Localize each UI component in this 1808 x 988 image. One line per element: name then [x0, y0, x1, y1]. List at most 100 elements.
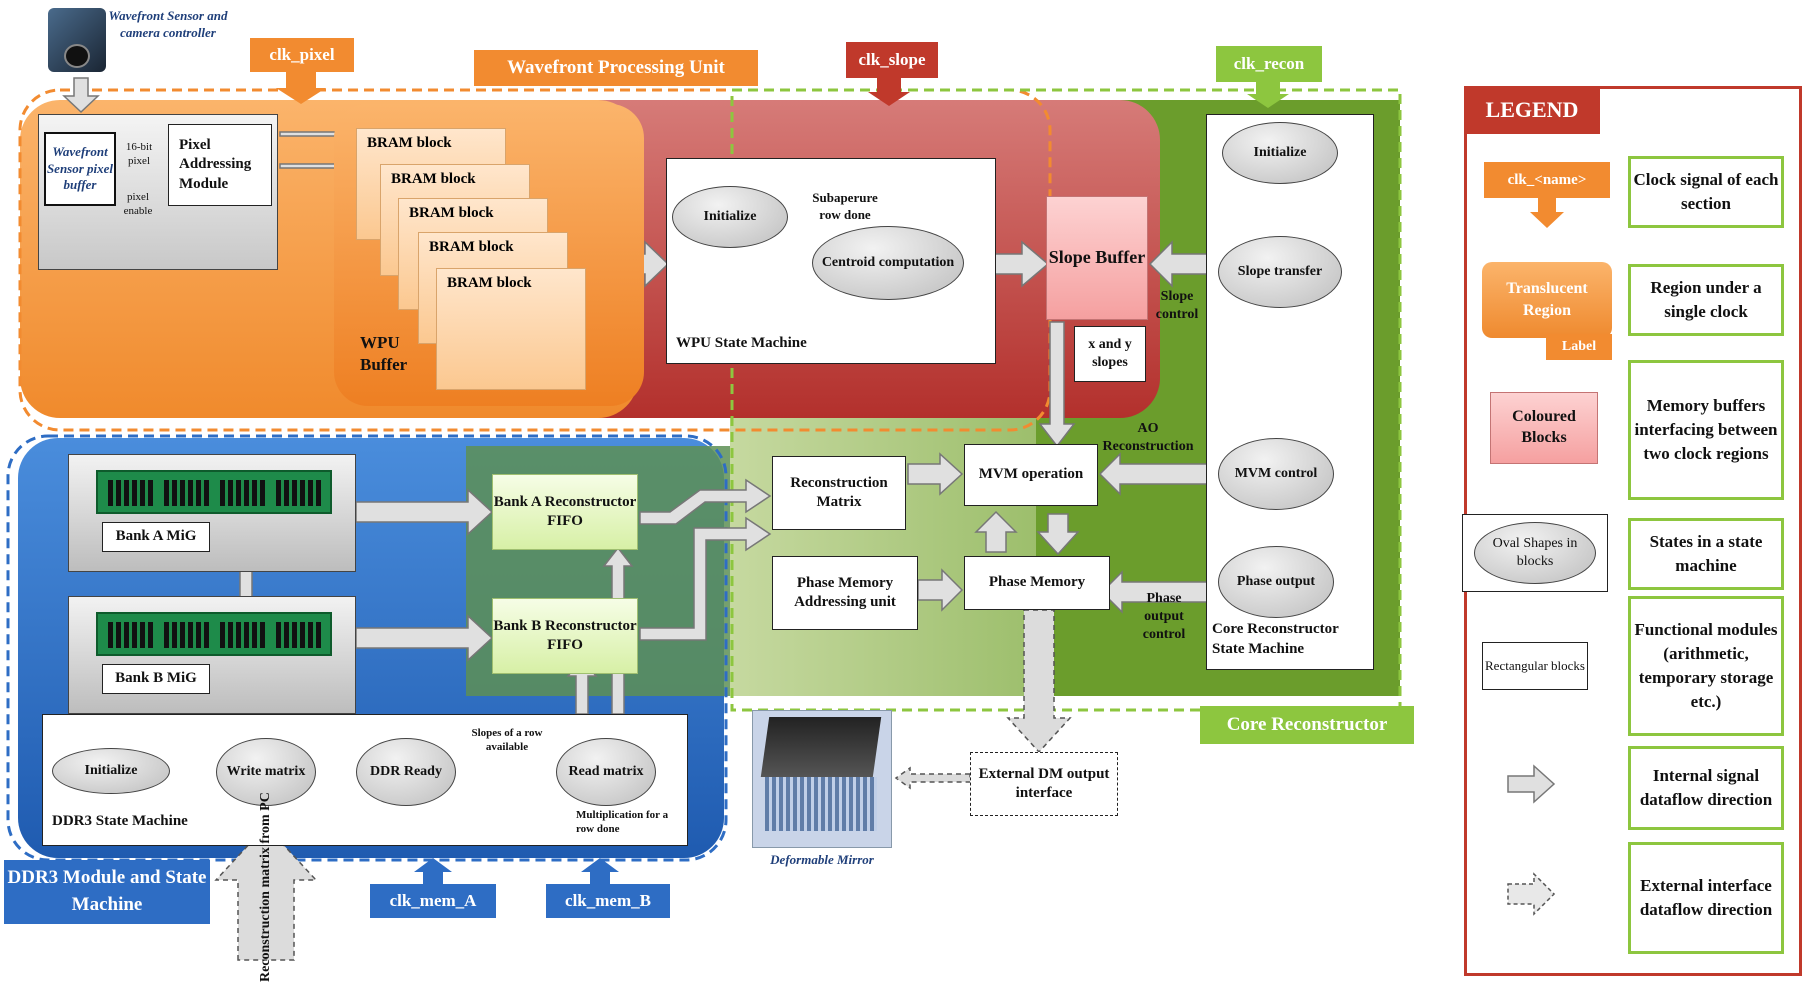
ram-chip	[124, 480, 129, 506]
ram-chip	[132, 480, 137, 506]
legend-coloured-sample: Coloured Blocks	[1490, 392, 1598, 464]
legend-external-arrow	[1507, 872, 1556, 916]
ddr3-state-machine-label: DDR3 State Machine	[52, 813, 188, 829]
ram-chip	[260, 480, 265, 506]
legend-oval-desc: States in a state machine	[1628, 518, 1784, 590]
core-reconstructor-title: Core Reconstructor	[1200, 706, 1414, 744]
legend-translucent-desc: Region under a single clock	[1628, 264, 1784, 336]
ram-chip	[188, 480, 193, 506]
deformable-mirror-image	[752, 710, 892, 848]
clk-mem-a-label: clk_mem_A	[370, 884, 496, 918]
legend-oval-sample: Oval Shapes in blocks	[1474, 522, 1596, 584]
ram-chip	[276, 480, 281, 506]
legend-translucent-label: Label	[1546, 334, 1612, 360]
ram-chip	[108, 622, 113, 648]
wpu-subaperture-done: Subaperure row done	[812, 190, 878, 222]
core-state-initialize: Initialize	[1222, 122, 1338, 184]
ram-chip	[300, 480, 305, 506]
bank-a-ram-icon	[96, 470, 332, 514]
ram-chip	[316, 622, 321, 648]
phase-output-control-label: Phase output control	[1142, 591, 1186, 643]
ram-chip	[252, 622, 257, 648]
ram-chip	[260, 622, 265, 648]
wpu-state-initialize: Initialize	[672, 186, 788, 248]
slope-buffer: Slope Buffer	[1046, 196, 1148, 320]
ram-chip	[236, 480, 241, 506]
matrix-from-pc-label: Reconstruction matrix from PC	[257, 792, 273, 983]
camera-icon	[48, 8, 106, 72]
slope-control-label: Slope control	[1155, 289, 1199, 323]
slopes-row-available-label: Slopes of a row available	[471, 727, 543, 754]
external-dm-output-interface: External DM output interface	[970, 752, 1118, 816]
legend-clk-desc: Clock signal of each section	[1628, 156, 1784, 228]
ram-chip	[196, 622, 201, 648]
xy-slopes-label: x and y slopes	[1074, 326, 1146, 382]
ddr3-title: DDR3 Module and State Machine	[4, 860, 210, 924]
ram-chip	[180, 480, 185, 506]
ddr3-state-write-matrix: Write matrix	[216, 738, 316, 806]
ram-chip	[172, 622, 177, 648]
ram-chip	[116, 480, 121, 506]
blue-dashed-outline	[6, 434, 728, 862]
ram-chip	[124, 622, 129, 648]
core-state-slope-transfer: Slope transfer	[1218, 236, 1342, 308]
ram-chip	[108, 480, 113, 506]
ram-chip	[148, 480, 153, 506]
ram-chip	[164, 622, 169, 648]
ram-chip	[244, 480, 249, 506]
ram-chip	[148, 622, 153, 648]
legend-clk-arrow	[1530, 198, 1564, 228]
phase-to-dm-arrow	[1006, 609, 1072, 754]
multiplication-done-label: Multiplication for a row done	[576, 809, 669, 836]
label-16bit-pixel: 16-bit pixel	[125, 141, 153, 168]
ram-chip	[308, 480, 313, 506]
ram-chip	[188, 622, 193, 648]
ram-chip	[140, 480, 145, 506]
legend-clk-sample: clk_<name>	[1484, 162, 1610, 198]
ram-chip	[204, 480, 209, 506]
clk-recon-label: clk_recon	[1216, 46, 1322, 82]
ram-chip	[284, 622, 289, 648]
wpu-state-machine-label: WPU State Machine	[676, 335, 807, 351]
ram-chip	[228, 622, 233, 648]
ram-chip	[276, 622, 281, 648]
dm-interface-arrow	[894, 766, 971, 790]
legend-internal-arrow	[1507, 764, 1556, 804]
ram-chip	[244, 622, 249, 648]
clk-pixel-label: clk_pixel	[250, 38, 354, 72]
ram-chip	[180, 622, 185, 648]
wpu-buffer-label: WPU Buffer	[360, 333, 408, 375]
core-state-machine-label: Core Reconstructor State Machine	[1212, 621, 1339, 657]
ram-chip	[220, 480, 225, 506]
bank-b-fifo: Bank B Reconstructor FIFO	[492, 598, 638, 674]
label-pixel-enable: pixel enable	[123, 191, 153, 218]
core-state-mvm-control: MVM control	[1218, 438, 1334, 510]
ram-chip	[284, 480, 289, 506]
phase-memory: Phase Memory	[964, 556, 1110, 610]
mvm-operation: MVM operation	[964, 444, 1098, 506]
ao-reconstruction-label: AO Reconstruction	[1102, 421, 1194, 455]
legend-internal-desc: Internal signal dataflow direction	[1628, 746, 1784, 830]
legend-title: LEGEND	[1464, 86, 1600, 134]
deformable-mirror-caption: Deformable Mirror	[770, 852, 874, 867]
clk-slope-label: clk_slope	[846, 42, 938, 78]
ram-chip	[164, 480, 169, 506]
ram-chip	[292, 480, 297, 506]
ddr3-state-ddr-ready: DDR Ready	[356, 738, 456, 806]
ram-chip	[316, 480, 321, 506]
legend-rect-desc: Functional modules (arithmetic, temporar…	[1628, 596, 1784, 736]
bram-block-5: BRAM block	[436, 268, 586, 390]
ram-chip	[140, 622, 145, 648]
legend-rect-sample: Rectangular blocks	[1482, 642, 1588, 690]
core-state-phase-output: Phase output	[1218, 546, 1334, 618]
ram-chip	[132, 622, 137, 648]
sensor-caption: Wavefront Sensor and camera controller	[108, 8, 228, 40]
green-dashed-outline	[730, 88, 1402, 712]
ram-chip	[300, 622, 305, 648]
bank-a-fifo: Bank A Reconstructor FIFO	[492, 474, 638, 550]
wpu-title: Wavefront Processing Unit	[474, 50, 758, 86]
ram-chip	[116, 622, 121, 648]
bank-b-ram-icon	[96, 612, 332, 656]
pixel-buffer: Wavefront Sensor pixel buffer	[44, 132, 116, 206]
